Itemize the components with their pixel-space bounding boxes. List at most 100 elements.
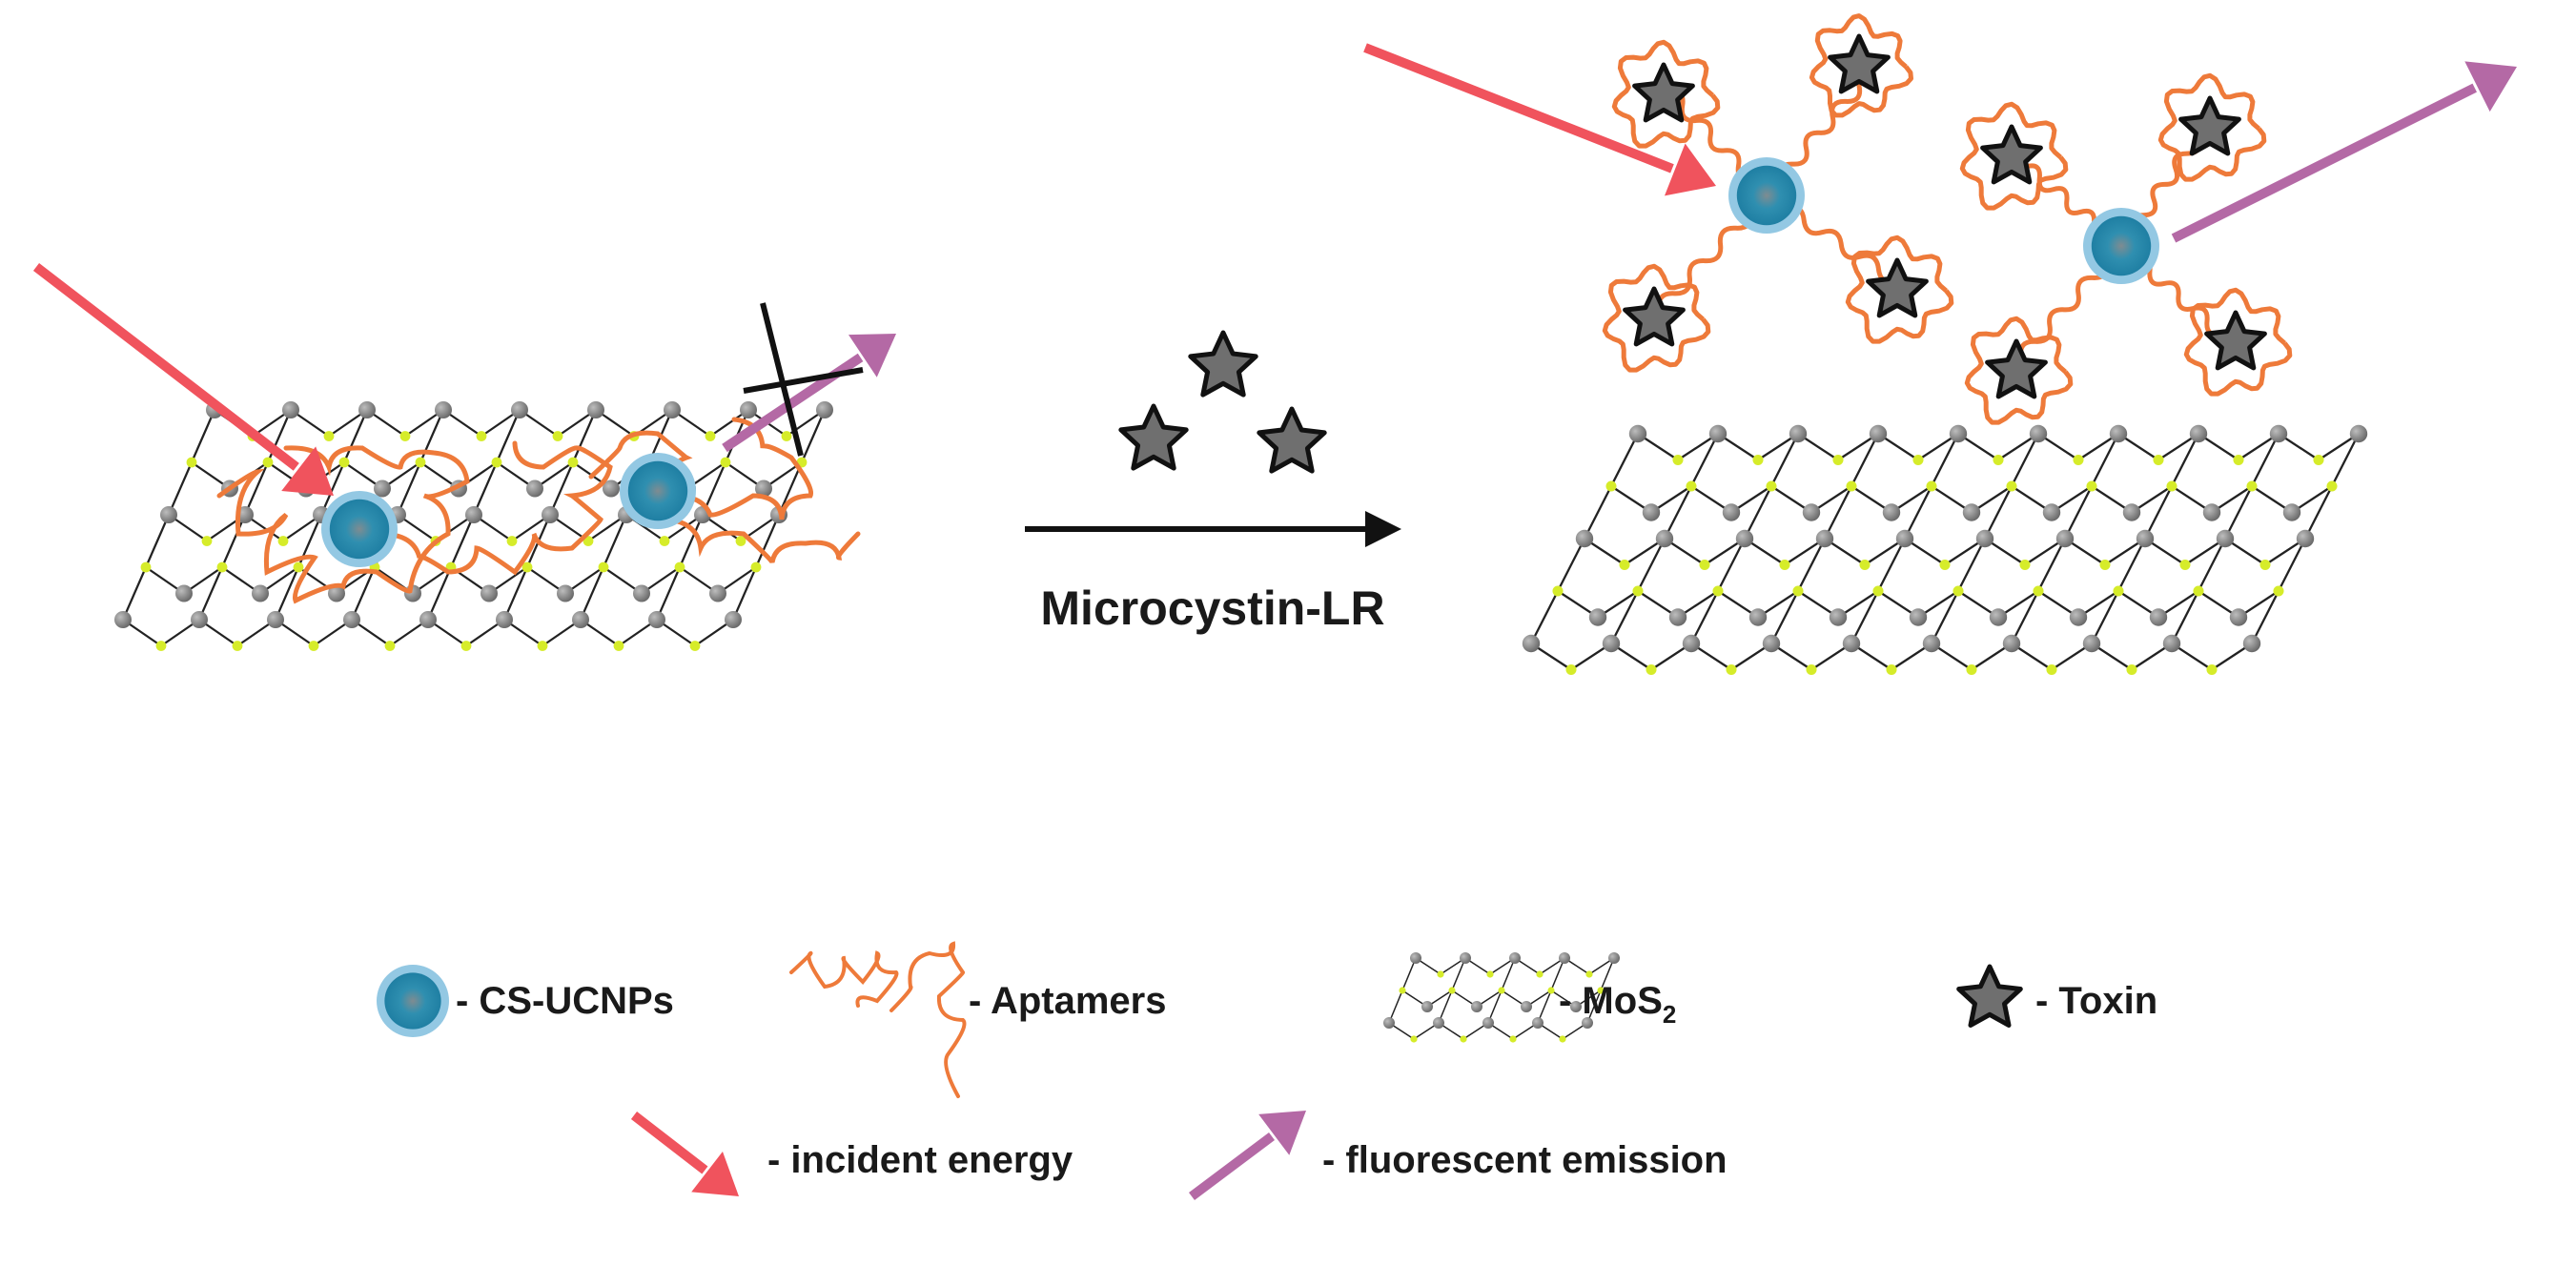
mo-atom <box>282 401 299 418</box>
mo-atom <box>1762 634 1781 653</box>
mo-atom <box>358 401 376 418</box>
s-atom <box>155 641 167 651</box>
mos2-bond <box>167 461 194 516</box>
mos2-bond <box>2250 433 2280 487</box>
mo-atom <box>191 611 208 628</box>
legend-aptamer-label: - Aptamers <box>969 980 1166 1022</box>
toxin-star <box>1828 33 1891 94</box>
incident-arrow-right <box>1363 43 1716 196</box>
toxin-star <box>1632 62 1695 123</box>
s-atom <box>1686 480 1697 492</box>
s-atom <box>1699 559 1710 571</box>
toxin-star <box>2204 310 2267 371</box>
s-atom <box>415 457 426 468</box>
arrow-head <box>281 446 334 496</box>
mo-atom <box>2055 529 2075 548</box>
arrow-head <box>1664 143 1716 196</box>
legend-toxin-label: - Toxin <box>2035 980 2157 1022</box>
ucnp-core <box>627 460 688 521</box>
arrow-shaft <box>630 1112 708 1174</box>
legend-incident-arrow <box>630 1112 739 1196</box>
mo-atom <box>114 611 132 628</box>
ucnp-core <box>2091 215 2152 276</box>
mo-atom <box>1748 608 1768 626</box>
mos2-bond <box>1529 590 1560 644</box>
emission-arrow-right <box>2171 61 2517 243</box>
mos2-bond <box>1823 485 1853 540</box>
mo-atom <box>1588 608 1607 626</box>
mos2-bond <box>1930 433 1960 487</box>
s-atom <box>1832 454 1844 466</box>
s-atom <box>1536 970 1544 978</box>
s-atom <box>2193 585 2204 597</box>
s-atom <box>1498 987 1505 994</box>
s-atom <box>323 431 335 441</box>
mo-atom <box>1582 1017 1593 1029</box>
mo-atom <box>1532 1017 1544 1029</box>
legend-ucnp-symbol <box>377 965 449 1037</box>
mo-atom <box>2242 634 2261 653</box>
aptamer-coil <box>588 417 814 520</box>
mos2-bond <box>190 409 216 463</box>
aptamer-loop <box>1611 39 1721 149</box>
mo-atom <box>2162 634 2181 653</box>
mo-atom <box>542 506 559 523</box>
mo-atom <box>343 611 360 628</box>
mo-atom <box>1655 529 1674 548</box>
mo-atom <box>2202 503 2221 521</box>
mos2-bond <box>2277 538 2307 592</box>
mos2-bond <box>1956 538 1987 592</box>
quenched-state <box>32 263 896 651</box>
toxin-star <box>1188 330 1258 398</box>
s-atom <box>1966 663 1977 676</box>
s-atom <box>1552 585 1564 597</box>
mos2-bond <box>243 461 270 516</box>
mos2-bond <box>2330 433 2361 487</box>
s-atom <box>1632 585 1644 597</box>
s-atom <box>613 641 624 651</box>
s-atom <box>1926 480 1937 492</box>
mos2-bond <box>1501 957 1516 991</box>
s-atom <box>552 431 563 441</box>
s-atom <box>1486 970 1494 978</box>
s-atom <box>1939 559 1951 571</box>
mos2-bond <box>2143 485 2174 540</box>
s-atom <box>2033 585 2044 597</box>
legend-mos2-symbol <box>1383 952 1620 1043</box>
mos2-bond <box>731 566 758 621</box>
s-atom <box>2086 480 2097 492</box>
mos2-bond <box>2036 538 2067 592</box>
s-atom <box>1509 1035 1517 1043</box>
s-atom <box>1460 1035 1467 1043</box>
ucnp-core <box>329 499 390 560</box>
mo-atom <box>2029 424 2048 443</box>
mos2-bond <box>1636 538 1666 592</box>
s-atom <box>735 536 746 546</box>
reaction-step: Microcystin-LR <box>1025 330 1401 635</box>
aptamer-coil <box>378 440 613 576</box>
mo-atom <box>1668 608 1687 626</box>
mo-atom <box>2122 503 2141 521</box>
mo-atom <box>160 506 177 523</box>
mos2-bond <box>396 461 422 516</box>
s-atom <box>2046 663 2057 676</box>
mos2-sheet-left <box>114 401 833 651</box>
mos2-bond <box>319 461 346 516</box>
ucnp-left-2 <box>620 453 696 529</box>
s-atom <box>2326 480 2338 492</box>
mos2-bond <box>1796 538 1827 592</box>
blocked-cross-mark <box>743 302 864 457</box>
mos2-bond <box>1983 485 2014 540</box>
s-atom <box>1646 663 1657 676</box>
mo-atom <box>648 611 665 628</box>
mo-atom <box>1521 1001 1532 1012</box>
mo-atom <box>328 584 345 602</box>
s-atom <box>476 431 487 441</box>
legend: - CS-UCNPs - Aptamers - MoS2 - Toxin - i… <box>377 941 2157 1200</box>
ucnp-core <box>384 972 441 1030</box>
mo-atom <box>572 611 589 628</box>
s-atom <box>781 431 792 441</box>
mos2-bond <box>472 461 499 516</box>
toxin-star <box>1866 257 1929 318</box>
arrow-shaft <box>1189 1132 1275 1200</box>
